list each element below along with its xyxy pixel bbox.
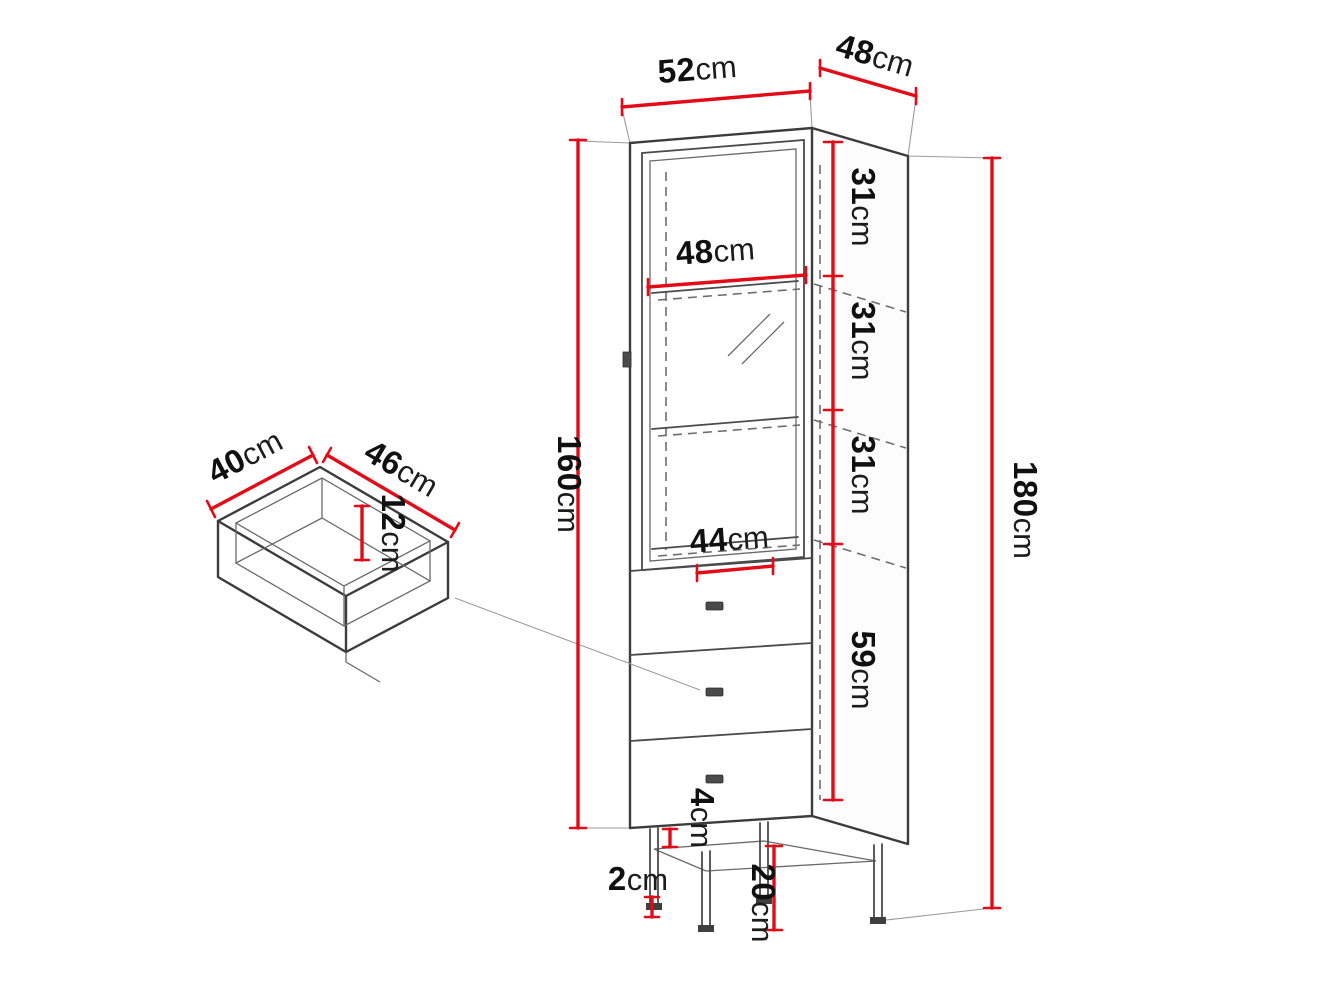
front-left-foot	[646, 903, 662, 910]
cabinet-body	[577, 92, 993, 932]
dim-ticks-interior-width	[646, 265, 808, 297]
glass-door-frame-outer	[641, 139, 805, 571]
dim-line-drawer-depth	[209, 453, 315, 511]
drawer-divider-2	[629, 728, 813, 742]
door-hinge	[622, 351, 632, 368]
dim-ticks-top-width	[620, 81, 812, 117]
dim-ticks-leg-thickness	[643, 895, 661, 919]
cabinet-right-face	[812, 128, 908, 844]
label-leg-thickness: 2cm	[608, 860, 668, 897]
glass-door-frame-inner	[649, 148, 797, 562]
shelf1-side-dashed	[813, 283, 907, 313]
dim-ticks-top-depth	[818, 58, 918, 106]
front-left-leg	[649, 827, 659, 905]
drawer-inner-corners	[235, 478, 431, 626]
label-section-4: 59cm	[845, 630, 882, 709]
shelf3-back-edge-dashed	[657, 544, 801, 557]
label-interior-width: 48cm	[674, 229, 755, 271]
label-section-3: 31cm	[845, 435, 882, 514]
front-right-foot	[756, 897, 772, 904]
drawer-top-opening	[218, 467, 448, 596]
dim-ticks-leg-height	[764, 844, 784, 932]
drawer-top-divider	[629, 557, 813, 572]
dimension-lines	[205, 58, 1002, 932]
dim-ticks-base-height	[661, 827, 679, 849]
cabinet-side-outline	[810, 126, 910, 846]
dim-line-top-width	[620, 89, 812, 109]
label-interior-bottom-width: 44cm	[688, 517, 769, 559]
dim-ticks-drawer-height	[353, 504, 371, 562]
shelf2-front-edge	[651, 416, 799, 430]
dim-line-top-depth	[818, 66, 918, 98]
dim-ticks-drawer-width	[321, 446, 461, 539]
back-right-foot	[870, 917, 886, 924]
label-base-height: 4cm	[684, 788, 721, 848]
shelf2-side-dashed	[813, 419, 907, 449]
glass-shine-line-2	[741, 321, 785, 365]
dim-line-drawer-width	[325, 453, 457, 532]
dim-ticks-total-height	[982, 156, 1002, 910]
label-drawer-depth: 40cm	[201, 421, 288, 491]
dim-ticks-sections	[822, 140, 844, 802]
glass-shine-line-1	[727, 313, 771, 357]
dim-line-interior-width	[646, 273, 808, 289]
label-section-1: 31cm	[845, 167, 882, 246]
drawer-right-face	[344, 540, 450, 654]
cabinet-legs	[646, 821, 886, 932]
back-right-leg	[873, 843, 883, 919]
label-top-width: 52cm	[656, 47, 738, 90]
back-left-foot	[698, 925, 714, 932]
label-section-2: 31cm	[845, 301, 882, 380]
front-right-leg	[759, 821, 769, 899]
back-left-leg	[701, 850, 711, 927]
dim-ticks-drawer-depth	[205, 445, 319, 519]
drawer-front-lip	[345, 652, 381, 683]
drawer-left-face	[216, 519, 348, 654]
dim-ticks-interior-bottom-width	[695, 556, 775, 583]
shelf1-back-edge-dashed	[657, 288, 801, 301]
extension-line-top-right	[907, 155, 993, 159]
drawer1-handle	[705, 601, 724, 611]
extension-line-52-left	[621, 108, 631, 144]
drawer-divider-1	[629, 642, 813, 656]
shelf3-front-edge	[651, 536, 799, 550]
shelf1-front-edge	[651, 280, 799, 294]
label-body-height: 160cm	[551, 435, 588, 533]
dim-line-interior-bottom-width	[695, 564, 775, 575]
label-drawer-height: 12cm	[375, 493, 412, 572]
base-frame-rails	[653, 840, 877, 872]
drawer3-handle	[705, 774, 724, 784]
drawer2-handle	[705, 687, 724, 697]
cabinet-front-face	[630, 128, 812, 828]
drawer-detail	[216, 465, 701, 691]
extension-line-top-left	[577, 140, 631, 144]
extension-line-48-back	[907, 97, 917, 157]
label-leg-height: 20cm	[745, 863, 782, 942]
shelf2-back-edge-dashed	[657, 424, 801, 437]
label-total-height: 180cm	[1007, 461, 1044, 559]
extension-line-bottom-right	[885, 907, 993, 921]
dim-ticks-body-height	[568, 138, 588, 830]
